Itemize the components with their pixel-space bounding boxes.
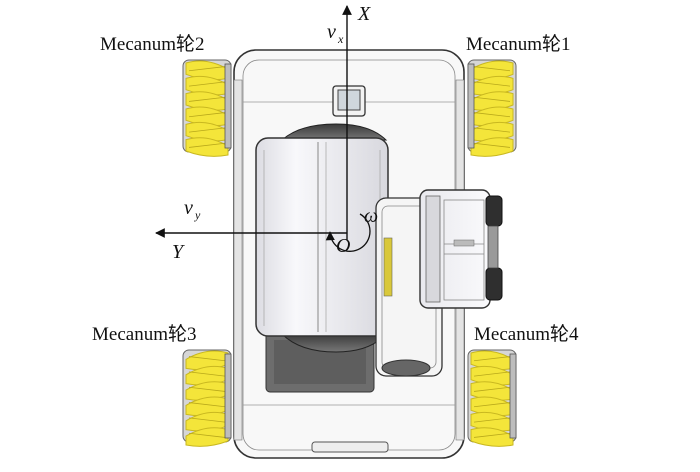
roller-shade	[188, 402, 226, 408]
wheel-roller	[185, 60, 229, 81]
wheel-roller	[470, 381, 514, 401]
wheel-roller	[470, 427, 514, 447]
roller-shade	[473, 112, 511, 118]
roller-shade	[473, 356, 511, 362]
roller-shade	[473, 127, 511, 133]
wheel-roller	[470, 75, 514, 96]
roller-shade	[473, 66, 511, 72]
roller-shade	[473, 371, 511, 377]
roller-shade	[188, 66, 226, 72]
wheel-roller	[185, 91, 229, 111]
wheel-roller	[470, 396, 514, 417]
coordinate-axes	[155, 5, 371, 252]
roller-shade	[188, 112, 226, 118]
wheel-roller	[470, 91, 514, 111]
roller-shade	[188, 81, 226, 87]
mecanum-wheel-1	[467, 59, 517, 157]
roller-shade	[188, 356, 226, 362]
roller-shade	[188, 142, 226, 148]
roller-shade	[473, 432, 511, 438]
omega-symbol: ω	[364, 205, 378, 227]
roller-shade	[188, 371, 226, 377]
wheel-4-label: Mecanum轮4	[474, 323, 579, 345]
vx-symbol: v	[327, 21, 336, 43]
wheel-roller	[185, 75, 229, 96]
side-module	[375, 189, 503, 377]
wheel-axle-plate	[224, 63, 232, 149]
x-axis-label: X	[357, 3, 371, 25]
wheel-axle-plate	[224, 353, 232, 439]
wheel-roller	[470, 411, 514, 432]
vy-subscript: y	[194, 208, 201, 222]
mecanum-wheel-3	[182, 349, 232, 447]
omega-arc	[325, 213, 371, 252]
roller-shade	[188, 417, 226, 423]
wheel-roller	[470, 121, 514, 142]
roller-shade	[473, 96, 511, 102]
vy-symbol: v	[184, 197, 193, 219]
roller-shade	[188, 432, 226, 438]
main-cylinder	[255, 123, 389, 353]
wheel-2-label: Mecanum轮2	[100, 33, 204, 55]
roller-shade	[188, 386, 226, 392]
wheel-roller	[470, 60, 514, 81]
roller-shade	[473, 417, 511, 423]
mecanum-wheel-2	[182, 59, 232, 157]
wheel-roller	[185, 137, 229, 157]
wheel-roller	[185, 106, 229, 127]
roller-shade	[188, 127, 226, 133]
wheel-roller	[470, 106, 514, 127]
front-sensor	[332, 85, 366, 117]
roller-shade	[473, 386, 511, 392]
vx-subscript: x	[337, 32, 344, 46]
y-axis-label: Y	[172, 241, 185, 263]
wheel-roller	[470, 365, 514, 386]
wheel-roller	[185, 121, 229, 142]
wheel-axle-plate	[467, 63, 475, 149]
wheel-axle-plate	[509, 353, 517, 439]
wheel-1-label: Mecanum轮1	[466, 33, 570, 55]
roller-shade	[473, 402, 511, 408]
roller-shade	[188, 96, 226, 102]
mecanum-wheels	[182, 59, 517, 447]
wheel-roller	[470, 350, 514, 371]
origin-label: O	[336, 235, 350, 257]
roller-shade	[473, 142, 511, 148]
roller-shade	[473, 81, 511, 87]
wheel-roller	[470, 137, 514, 157]
wheel-3-label: Mecanum轮3	[92, 323, 196, 345]
mecanum-wheel-4	[467, 349, 517, 447]
wheel-roller	[185, 427, 229, 447]
